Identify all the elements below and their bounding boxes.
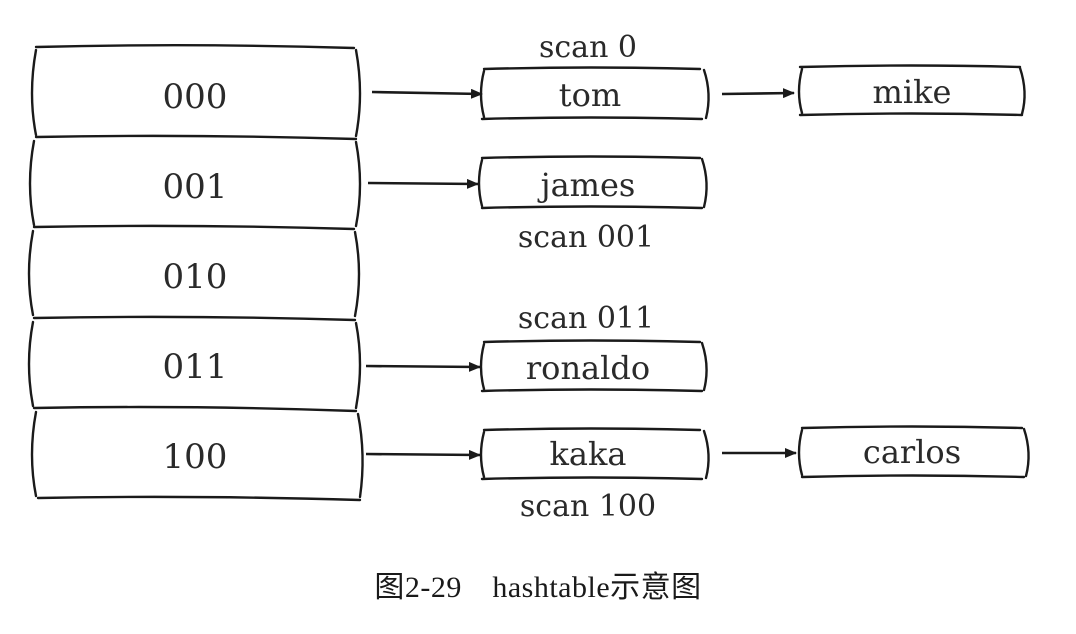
- node-james: [477, 155, 708, 210]
- node-carlos: [797, 425, 1030, 479]
- bucket-table: [27, 44, 364, 502]
- scan-label-100: scan 100: [520, 489, 656, 524]
- bucket-label-000: 000: [163, 77, 228, 117]
- node-label-kaka: kaka: [550, 435, 627, 473]
- node-label-james: james: [537, 166, 636, 204]
- arrow-100-kaka: [365, 449, 481, 460]
- node-tom: [479, 66, 710, 121]
- figure-caption: 图2-29 hashtable示意图: [374, 571, 702, 604]
- arrow-011-ronaldo: [365, 361, 481, 372]
- node-mike: [797, 64, 1026, 117]
- bucket-label-001: 001: [163, 167, 228, 207]
- arrow-tom-mike: [721, 88, 795, 99]
- node-kaka: [479, 427, 710, 481]
- node-ronaldo: [479, 339, 708, 393]
- arrow-001-james: [367, 178, 479, 189]
- bucket-label-011: 011: [163, 347, 228, 387]
- node-label-carlos: carlos: [863, 433, 961, 471]
- arrow-000-tom: [371, 88, 483, 99]
- scan-label-001: scan 001: [518, 220, 654, 255]
- scan-label-011: scan 011: [518, 301, 654, 336]
- node-label-tom: tom: [559, 76, 621, 114]
- pointer-arrows: [365, 88, 797, 460]
- node-label-ronaldo: ronaldo: [526, 349, 650, 387]
- bucket-label-010: 010: [163, 257, 228, 297]
- scan-label-0: scan 0: [539, 30, 637, 65]
- node-label-mike: mike: [873, 73, 952, 111]
- bucket-label-100: 100: [163, 437, 228, 477]
